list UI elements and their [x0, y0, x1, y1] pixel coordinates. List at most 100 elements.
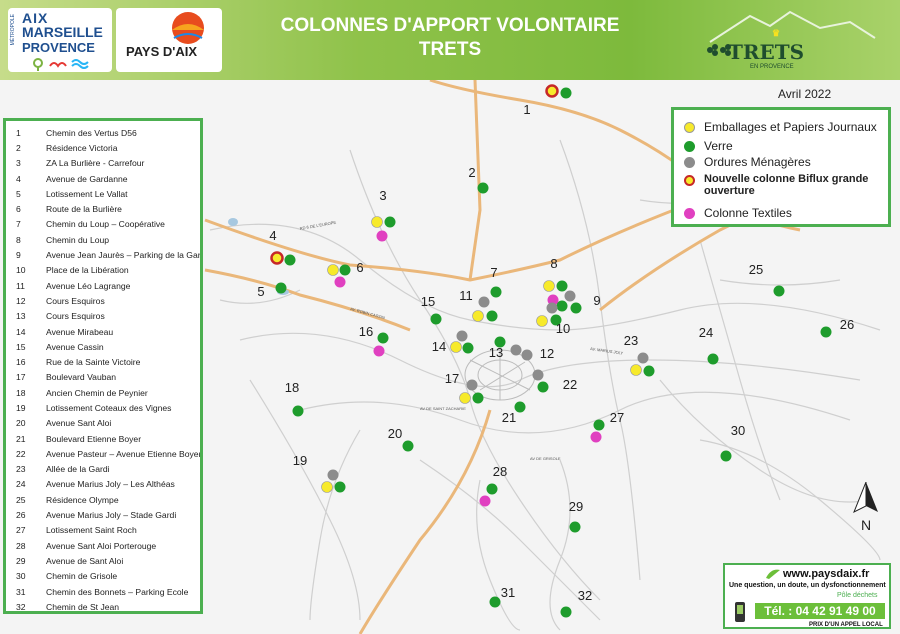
collection-point[interactable] [569, 521, 581, 533]
collection-point[interactable] [327, 264, 339, 276]
collection-point[interactable] [536, 315, 548, 327]
collection-point[interactable] [334, 481, 346, 493]
collection-point[interactable] [472, 392, 484, 404]
collection-point[interactable] [459, 392, 471, 404]
collection-point[interactable] [707, 353, 719, 365]
list-item-number: 13 [16, 311, 26, 322]
collection-point[interactable] [339, 264, 351, 276]
list-item-number: 15 [16, 341, 26, 352]
list-item-number: 7 [16, 219, 21, 230]
list-item-name: Avenue Marius Joly – Stade Gardi [46, 510, 177, 521]
map-point-label: 21 [502, 410, 516, 425]
collection-point[interactable] [376, 230, 388, 242]
collection-point[interactable] [275, 282, 287, 294]
collection-point[interactable] [430, 313, 442, 325]
collection-point[interactable] [377, 332, 389, 344]
collection-point[interactable] [643, 365, 655, 377]
collection-point[interactable] [545, 84, 559, 98]
list-item-number: 28 [16, 540, 26, 551]
aix-marseille-provence-logo: MÉTROPOLE AIX MARSEILLE PROVENCE [8, 8, 112, 72]
collection-point[interactable] [560, 87, 572, 99]
collection-point[interactable] [450, 341, 462, 353]
map-point-label: 13 [489, 345, 503, 360]
list-item-name: Route de la Burlière [46, 204, 122, 215]
svg-text:AV DE GRISOLE: AV DE GRISOLE [530, 456, 561, 461]
list-item-name: Avenue Marius Joly – Les Althéas [46, 479, 175, 490]
collection-point[interactable] [564, 290, 576, 302]
contact-service: Pôle déchets [837, 592, 878, 599]
collection-point[interactable] [373, 345, 385, 357]
collection-point[interactable] [477, 182, 489, 194]
collection-point[interactable] [494, 336, 506, 348]
collection-point[interactable] [284, 254, 296, 266]
collection-point[interactable] [402, 440, 414, 452]
list-item: 16 Rue de la Sainte Victoire [6, 354, 200, 369]
collection-point[interactable] [456, 330, 468, 342]
collection-point[interactable] [537, 381, 549, 393]
collection-point[interactable] [521, 349, 533, 361]
collection-point[interactable] [486, 310, 498, 322]
collection-point[interactable] [560, 606, 572, 618]
collection-point[interactable] [532, 369, 544, 381]
collection-point[interactable] [630, 364, 642, 376]
pays-daix-sun-icon [172, 12, 204, 44]
list-item-name: Chemin de Grisole [46, 571, 118, 582]
collection-point[interactable] [371, 216, 383, 228]
collection-point[interactable] [637, 352, 649, 364]
collection-point[interactable] [510, 344, 522, 356]
collection-point[interactable] [556, 300, 568, 312]
collection-point[interactable] [478, 296, 490, 308]
collection-point[interactable] [334, 276, 346, 288]
collection-point[interactable] [590, 431, 602, 443]
collection-point[interactable] [321, 481, 333, 493]
collection-point[interactable] [546, 302, 558, 314]
list-item-name: Chemin des Vertus D56 [46, 127, 137, 138]
list-item-number: 31 [16, 586, 26, 597]
collection-point[interactable] [472, 310, 484, 322]
collection-point[interactable] [720, 450, 732, 462]
list-item-name: Chemin de St Jean [46, 601, 120, 612]
list-item-name: Résidence Victoria [46, 142, 118, 153]
map-point-label: 2 [468, 165, 475, 180]
collection-point[interactable] [384, 216, 396, 228]
logo-amp-line2: MARSEILLE [22, 24, 103, 40]
map-point-label: 8 [550, 256, 557, 271]
list-item-name: Lotissement Saint Roch [46, 525, 137, 536]
website-link[interactable]: www.paysdaix.fr [783, 568, 870, 580]
phone-number[interactable]: Tél. : 04 42 91 49 00 [755, 603, 885, 619]
legend-biflux: Nouvelle colonne Biflux grande ouverture [684, 173, 884, 197]
collection-point[interactable] [270, 251, 284, 265]
list-item-number: 23 [16, 464, 26, 475]
collection-point[interactable] [489, 596, 501, 608]
collection-point[interactable] [479, 495, 491, 507]
trets-logo: ♛ TRETS EN PROVENCE [690, 8, 880, 72]
collection-point[interactable] [543, 280, 555, 292]
list-item-name: ZA La Burlière - Carrefour [46, 158, 145, 169]
collection-point[interactable] [773, 285, 785, 297]
list-item-name: Avenue Pasteur – Avenue Etienne Boyer [46, 448, 200, 459]
clover-icon [707, 44, 731, 56]
list-item-number: 24 [16, 479, 26, 490]
legend-label: Ordures Ménagères [704, 155, 811, 169]
map-point-label: 30 [731, 423, 745, 438]
collection-point[interactable] [514, 401, 526, 413]
collection-point[interactable] [462, 342, 474, 354]
collection-point[interactable] [292, 405, 304, 417]
list-item-number: 18 [16, 387, 26, 398]
collection-point[interactable] [547, 294, 559, 306]
collection-point[interactable] [327, 469, 339, 481]
collection-point[interactable] [490, 286, 502, 298]
collection-point[interactable] [820, 326, 832, 338]
collection-point[interactable] [466, 379, 478, 391]
collection-point[interactable] [486, 483, 498, 495]
collection-point[interactable] [556, 280, 568, 292]
collection-point[interactable] [550, 314, 562, 326]
collection-point[interactable] [570, 302, 582, 314]
map-point-label: 1 [523, 102, 530, 117]
collection-point[interactable] [593, 419, 605, 431]
map-point-label: 18 [285, 380, 299, 395]
